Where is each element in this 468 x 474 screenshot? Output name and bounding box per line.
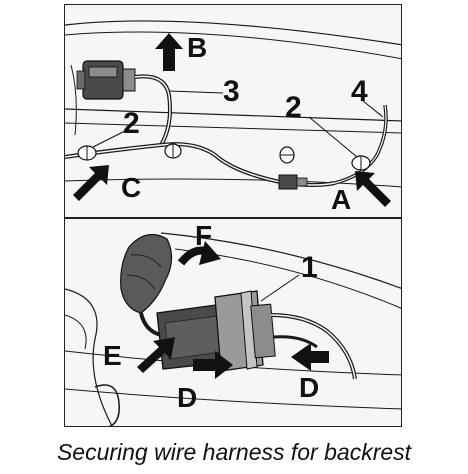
label-a: A xyxy=(331,184,351,215)
arrow-b xyxy=(155,33,183,71)
cable-clip-right xyxy=(351,155,371,171)
wire-harness-3-highlight xyxy=(134,75,171,146)
arrow-f xyxy=(177,241,221,266)
frame-rail-bottom xyxy=(65,178,401,188)
frame-curve-a xyxy=(160,232,401,289)
frame-curve-upper xyxy=(65,20,401,46)
arrow-a xyxy=(355,171,391,207)
label-f: F xyxy=(195,220,212,251)
label-2-right: 2 xyxy=(285,91,302,124)
frame-rail-top xyxy=(65,108,401,122)
frame-curve-lower xyxy=(65,31,401,60)
leader-line-3 xyxy=(168,90,224,94)
leader-line-1 xyxy=(260,274,300,302)
frame-bracket-left xyxy=(65,288,113,426)
cable-clip-middle xyxy=(164,143,182,159)
figure-caption: Securing wire harness for backrest xyxy=(56,439,412,465)
leader-line-2-right xyxy=(308,116,358,158)
backrest-flap-fold xyxy=(126,254,162,290)
cable-clip-left xyxy=(77,145,97,161)
connector-wires-right-highlight xyxy=(270,314,356,380)
label-1: 1 xyxy=(301,251,318,284)
label-2-left: 2 xyxy=(123,107,140,140)
top-illustration-panel: B 3 2 2 4 C A xyxy=(64,4,402,218)
inline-plug xyxy=(278,174,308,190)
arrow-d-right xyxy=(291,343,329,371)
connector-wires-right-b xyxy=(272,335,318,349)
frame-rail-mid xyxy=(65,122,401,134)
label-c: C xyxy=(121,172,141,203)
arrow-d-left xyxy=(193,351,233,379)
arrow-c xyxy=(73,165,109,201)
top-wiring-drawing: B 3 2 2 4 C A xyxy=(65,20,401,215)
wire-harness-3 xyxy=(134,74,172,147)
leader-line-2-left xyxy=(92,130,126,148)
label-d-right: D xyxy=(299,372,319,403)
label-b: B xyxy=(187,32,207,63)
label-4: 4 xyxy=(351,75,368,108)
arrow-e xyxy=(137,337,175,373)
frame-rail-lower-b xyxy=(65,388,401,410)
wire-harness-4-highlight xyxy=(334,104,387,184)
label-d-left: D xyxy=(177,382,197,413)
harness-connector xyxy=(76,60,136,100)
frame-bracket-inner xyxy=(65,314,87,350)
frame-edge-left xyxy=(70,64,77,136)
frame-hook xyxy=(94,384,120,426)
bottom-illustration-panel: F 1 E D D xyxy=(64,218,402,427)
leader-line-4 xyxy=(362,100,384,118)
connector-housing-1 xyxy=(156,290,276,372)
cable-clip-upper-right xyxy=(279,146,295,164)
label-e: E xyxy=(103,340,122,371)
label-3: 3 xyxy=(223,75,240,108)
flap-wire xyxy=(139,312,162,337)
backrest-flap xyxy=(120,233,173,314)
bottom-connector-drawing: F 1 E D D xyxy=(65,220,401,426)
